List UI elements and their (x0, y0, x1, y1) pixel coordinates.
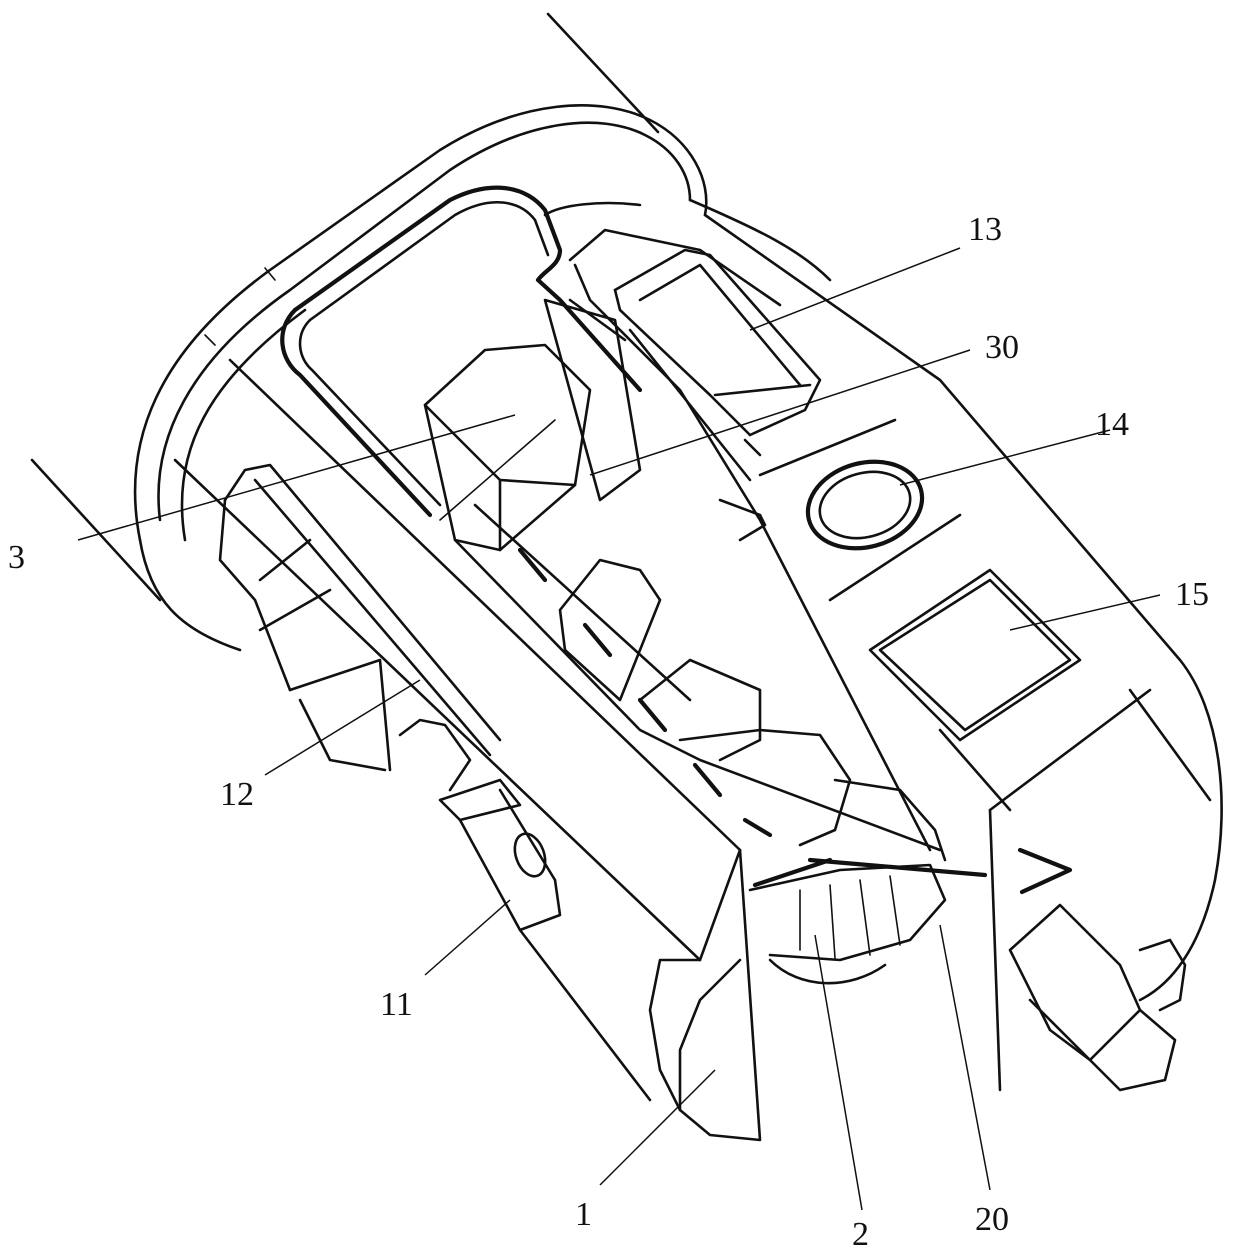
label-20: 20 (975, 1201, 1009, 1238)
label-30: 30 (985, 329, 1019, 366)
end-knob (1010, 905, 1185, 1090)
label-15: 15 (1175, 576, 1209, 613)
label-2: 2 (852, 1216, 869, 1253)
window-15 (870, 570, 1080, 810)
button-14 (760, 420, 960, 600)
leader-lines (78, 248, 1160, 1210)
label-13: 13 (968, 211, 1002, 248)
reference-labels: 3 13 30 14 15 12 11 1 2 20 (8, 211, 1209, 1253)
label-14: 14 (1095, 406, 1129, 443)
label-12: 12 (220, 776, 254, 813)
label-11: 11 (380, 986, 413, 1023)
left-side-12 (220, 465, 500, 770)
inner-block-3 (425, 300, 640, 550)
slot-13 (615, 250, 820, 455)
direction-arrow (1020, 850, 1070, 892)
central-channel (455, 505, 940, 850)
label-3: 3 (8, 539, 25, 576)
label-1: 1 (575, 1196, 592, 1233)
